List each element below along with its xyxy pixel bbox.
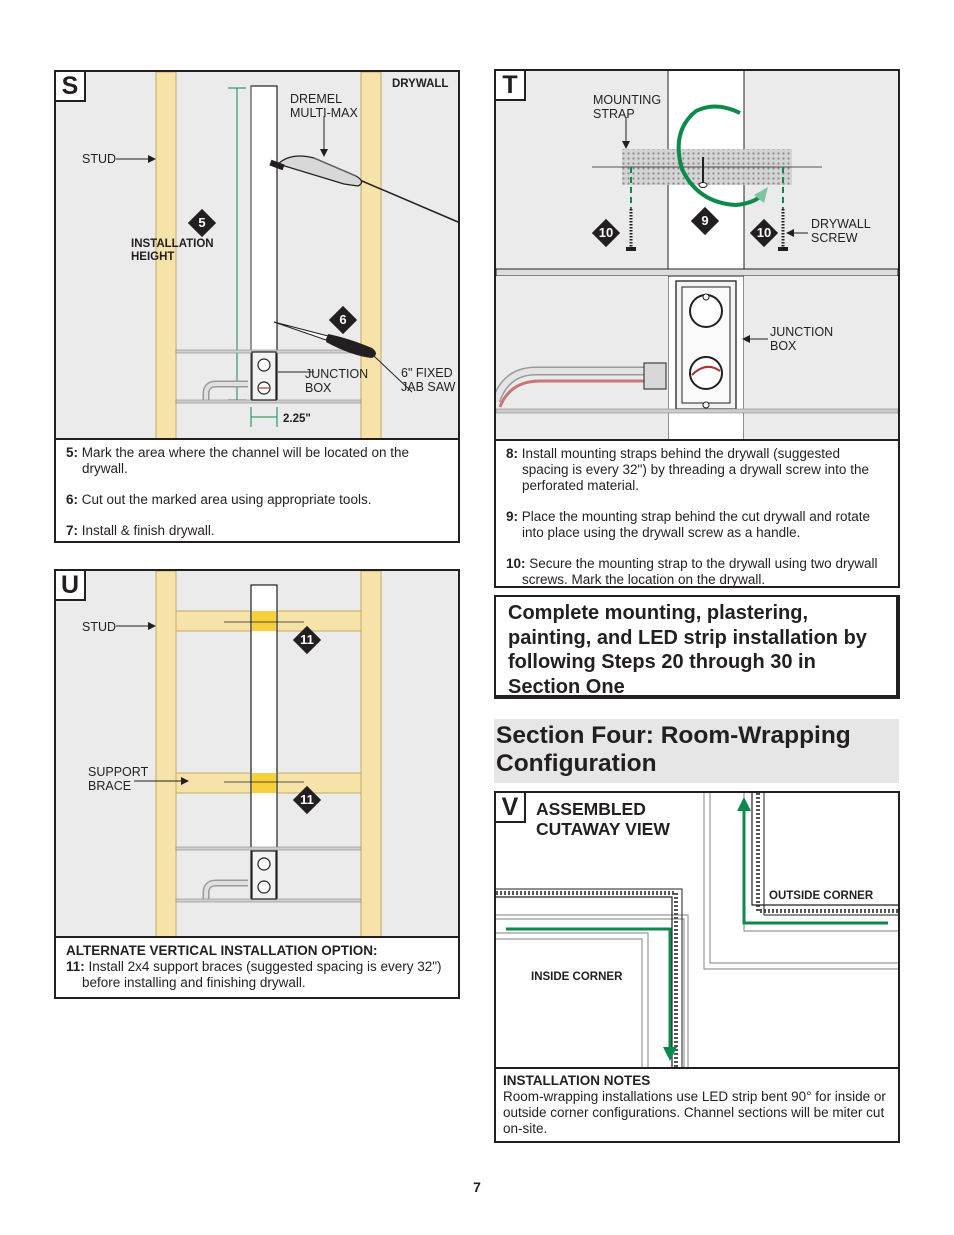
step-badge-10-right: 10: [749, 218, 779, 248]
installation-notes: INSTALLATION NOTES Room-wrapping install…: [496, 1067, 898, 1141]
step-badge-11-top: 11: [292, 625, 322, 655]
measure-label: 2.25": [283, 413, 311, 425]
screw-icon: [698, 157, 708, 188]
panel-s-steps: 5: Mark the area where the channel will …: [56, 438, 458, 541]
step-9: 9: Place the mounting strap behind the c…: [506, 509, 870, 540]
mounting-strap-label: MOUNTING STRAP: [593, 93, 662, 121]
notes-text: Room-wrapping installations use LED stri…: [503, 1089, 886, 1136]
panel-s-illustration: [56, 72, 458, 440]
panel-t-steps: 8: Install mounting straps behind the dr…: [496, 439, 898, 587]
notes-heading: INSTALLATION NOTES: [503, 1073, 651, 1088]
junction-box-label: JUNCTION BOX: [770, 325, 834, 353]
stud-label: STUD: [82, 620, 117, 634]
panel-v-illustration: [496, 793, 898, 1069]
junction-box-label: JUNCTION BOX: [305, 367, 369, 395]
cutaway-title: ASSEMBLED CUTAWAY VIEW: [536, 799, 670, 839]
callout-box: Complete mounting, plastering, painting,…: [494, 595, 900, 699]
drywall-label: DRYWALL: [392, 78, 449, 90]
section-four-header: Section Four: Room-Wrapping Configuratio…: [494, 719, 899, 783]
outside-corner-label: OUTSIDE CORNER: [769, 890, 874, 902]
inside-corner-label: INSIDE CORNER: [531, 971, 623, 983]
panel-t-letter: T: [496, 71, 526, 101]
step-badge-5: 5: [187, 208, 217, 238]
panel-u-illustration: [56, 571, 458, 938]
callout-text: Complete mounting, plastering, painting,…: [508, 602, 867, 698]
panel-u-letter: U: [56, 571, 86, 601]
stud-label: STUD: [82, 152, 117, 166]
support-brace-label: SUPPORT BRACE: [88, 765, 149, 793]
step-badge-11-bottom: 11: [292, 785, 322, 815]
step-5: 5: Mark the area where the channel will …: [66, 445, 409, 476]
dremel-label: DREMEL MULTI-MAX: [290, 92, 358, 120]
step-10: 10: Secure the mounting strap to the dry…: [506, 556, 878, 587]
step-badge-10-left: 10: [591, 218, 621, 248]
panel-s-letter: S: [56, 72, 86, 102]
step-6: 6: Cut out the marked area using appropr…: [66, 492, 372, 507]
drywall-screw-label: DRYWALL SCREW: [811, 217, 871, 245]
step-badge-9: 9: [690, 206, 720, 236]
panel-s: S DRYWALL DREMEL MULTI-MAX STUD INSTALLA…: [54, 70, 460, 543]
step-badge-6: 6: [328, 305, 358, 335]
panel-u-steps: ALTERNATE VERTICAL INSTALLATION OPTION: …: [56, 936, 458, 997]
installation-height-label: INSTALLATION HEIGHT: [131, 238, 214, 263]
step-11: 11: Install 2x4 support braces (suggeste…: [66, 959, 442, 990]
saw-icon: [273, 321, 376, 358]
jab-saw-label: 6" FIXED JAB SAW: [401, 366, 456, 394]
step-8: 8: Install mounting straps behind the dr…: [506, 446, 869, 493]
panel-v-letter: V: [496, 793, 526, 823]
section-four-title: Section Four: Room-Wrapping Configuratio…: [496, 722, 851, 777]
alternate-option-heading: ALTERNATE VERTICAL INSTALLATION OPTION:: [66, 943, 378, 958]
panel-v: V ASSEMBLED CUTAWAY VIEW OUTSIDE CORNER …: [494, 791, 900, 1143]
rotate-arrow-icon: [676, 104, 768, 208]
panel-t: T MOUNTING STRAP DRYWALL SCREW JUNCTION …: [494, 69, 900, 588]
panel-u: U STUD SUPPORT BRACE 11 11 ALTERNATE VER…: [54, 569, 460, 999]
page-number: 7: [473, 1179, 481, 1195]
step-7: 7: Install & finish drywall.: [66, 523, 215, 538]
panel-t-illustration: [496, 71, 898, 441]
dremel-icon: [269, 155, 458, 223]
